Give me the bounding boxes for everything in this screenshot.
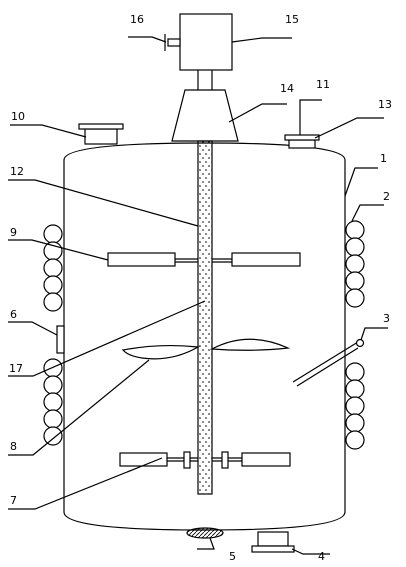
leader-lines — [8, 36, 388, 555]
label-15: 15 — [285, 13, 299, 26]
label-16: 16 — [130, 13, 144, 26]
discharge-pipe — [257, 531, 289, 547]
vessel-body — [63, 142, 346, 531]
outlet-pipe — [288, 139, 316, 149]
motor — [179, 13, 233, 71]
lower-coupling-right — [221, 451, 229, 469]
stirring-shaft — [197, 140, 213, 495]
heating-coil-right — [345, 220, 365, 450]
label-17: 17 — [9, 362, 23, 375]
label-4: 4 — [318, 550, 325, 563]
upper-paddle-left — [107, 252, 176, 267]
label-11: 11 — [316, 78, 330, 91]
label-6: 6 — [10, 308, 17, 321]
label-8: 8 — [10, 440, 17, 453]
label-7: 7 — [10, 494, 17, 507]
label-10: 10 — [11, 110, 25, 123]
thermometer-head — [355, 338, 365, 348]
label-12: 12 — [10, 165, 24, 178]
heating-coil-left — [43, 224, 63, 446]
curved-blade-left — [121, 344, 200, 360]
lower-paddle-left — [119, 452, 168, 467]
lower-coupling-left — [183, 451, 191, 469]
label-3: 3 — [383, 312, 390, 325]
thermometer — [292, 341, 359, 383]
label-9: 9 — [10, 226, 17, 239]
label-5: 5 — [229, 550, 236, 563]
label-2: 2 — [383, 190, 390, 203]
motor-connector — [167, 38, 181, 47]
sight-glass — [56, 325, 65, 354]
curved-blade-right — [209, 338, 291, 351]
lower-paddle-right — [241, 452, 291, 467]
label-14: 14 — [280, 82, 294, 95]
bottom-bearing — [186, 527, 224, 539]
upper-paddle-right — [231, 252, 301, 267]
outlet-cover — [284, 134, 320, 141]
label-1: 1 — [380, 152, 387, 165]
inlet-pipe — [84, 128, 118, 145]
reducer-frame — [171, 89, 239, 142]
inlet-flange — [78, 123, 124, 130]
label-13: 13 — [378, 98, 392, 111]
discharge-flange — [251, 545, 295, 553]
